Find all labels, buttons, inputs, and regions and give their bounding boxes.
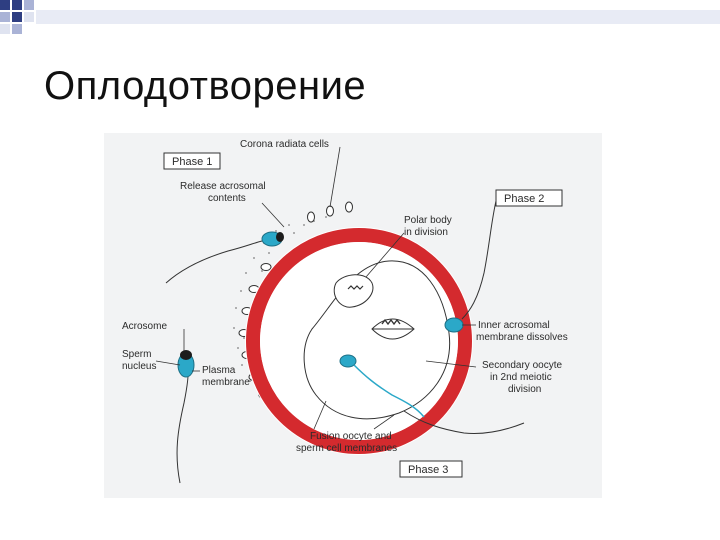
label-phase2: Phase 2	[504, 193, 544, 205]
label-acrosome: Acrosome	[122, 321, 167, 332]
label-phase3: Phase 3	[408, 464, 448, 476]
label-fusion-2: sperm cell membranes	[296, 443, 397, 454]
label-phase1: Phase 1	[172, 156, 212, 168]
label-polar-body-2: in division	[404, 227, 448, 238]
label-sperm-nucleus-1: Sperm	[122, 349, 151, 360]
label-plasma-membrane-1: Plasma	[202, 365, 236, 376]
label-plasma-membrane-2: membrane	[202, 377, 250, 388]
slide-corner-decoration	[0, 0, 720, 60]
slide-title: Оплодотворение	[44, 64, 366, 109]
label-release-acrosomal-2: contents	[208, 193, 246, 204]
label-secondary-oocyte-3: division	[508, 384, 541, 395]
label-inner-acrosomal-2: membrane dissolves	[476, 332, 568, 343]
oocyte-cytoplasm	[260, 242, 458, 440]
label-secondary-oocyte-2: in 2nd meiotic	[490, 372, 552, 383]
label-inner-acrosomal-1: Inner acrosomal	[478, 320, 550, 331]
label-sperm-nucleus-2: nucleus	[122, 361, 156, 372]
label-polar-body-1: Polar body	[404, 215, 452, 226]
label-release-acrosomal-1: Release acrosomal	[180, 181, 266, 192]
label-corona-radiata: Corona radiata cells	[240, 139, 329, 150]
fertilization-diagram: Corona radiata cells Phase 1 Release acr…	[104, 133, 602, 498]
label-fusion-1: Fusion oocyte and	[310, 431, 392, 442]
label-secondary-oocyte-1: Secondary oocyte	[482, 360, 562, 371]
